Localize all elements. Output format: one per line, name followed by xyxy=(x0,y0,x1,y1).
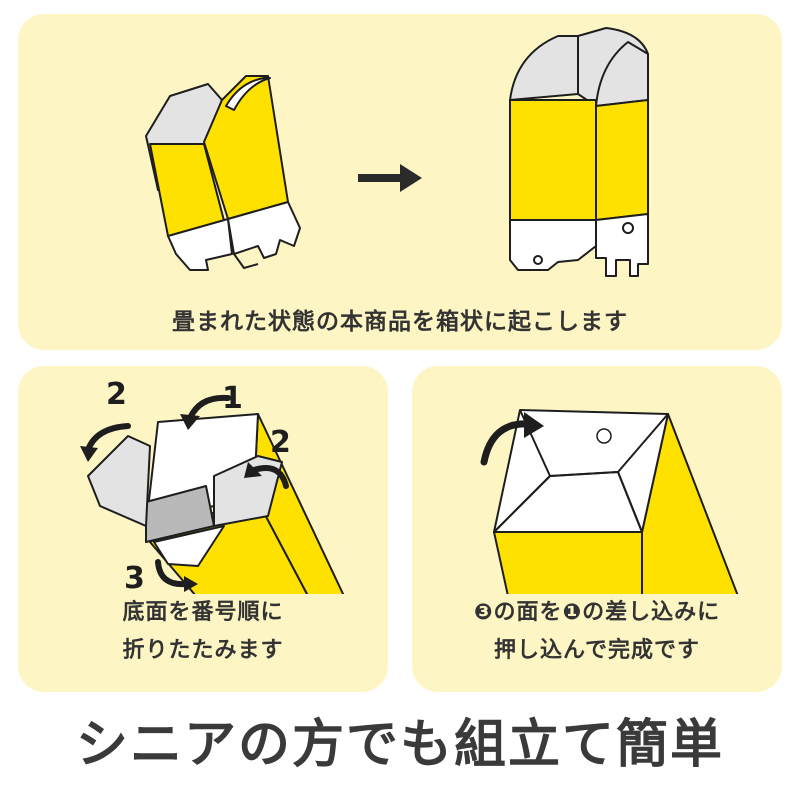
arrow-right-icon xyxy=(358,164,422,192)
right-caption-line2: 押し込んで完成です xyxy=(494,638,700,663)
top-caption: 畳まれた状態の本商品を箱状に起こします xyxy=(172,309,628,335)
step-label-1: 1 xyxy=(222,381,243,416)
headline: シニアの方でも組立て簡単 xyxy=(75,715,724,775)
flap-3 xyxy=(153,525,225,567)
right-caption: ❸の面を❶の差し込みに 押し込んで完成です xyxy=(412,594,782,670)
folded-box xyxy=(145,75,301,271)
step-label-2a: 2 xyxy=(106,377,127,412)
top-panel: 畳まれた状態の本商品を箱状に起こします xyxy=(18,14,782,350)
unfold-illustration xyxy=(145,27,649,277)
recycle-paper-icon xyxy=(622,222,634,234)
curved-arrow-icon xyxy=(85,394,289,588)
recycle-paper-icon xyxy=(596,428,612,444)
left-caption-line2: 折りたたみます xyxy=(122,638,284,663)
left-caption-line1: 底面を番号順に xyxy=(122,600,284,625)
box-front xyxy=(493,531,643,594)
curved-arrow-icon xyxy=(480,420,532,466)
upright-box xyxy=(509,27,649,277)
step-label-3: 3 xyxy=(124,561,145,594)
fold-bottom-illustration: 1 2 2 3 xyxy=(80,377,345,594)
flap-2-left xyxy=(87,435,151,527)
left-caption: 底面を番号順に 折りたたみます xyxy=(18,594,388,670)
right-panel: ❸の面を❶の差し込みに 押し込んで完成です xyxy=(412,366,782,692)
flap-2-right xyxy=(213,455,283,527)
step-label-2b: 2 xyxy=(270,425,291,460)
insert-bottom-illustration xyxy=(480,409,739,594)
right-caption-line1: ❸の面を❶の差し込みに xyxy=(473,600,721,625)
left-panel: 1 2 2 3 底面を番号順に 折りたたみます xyxy=(18,366,388,692)
